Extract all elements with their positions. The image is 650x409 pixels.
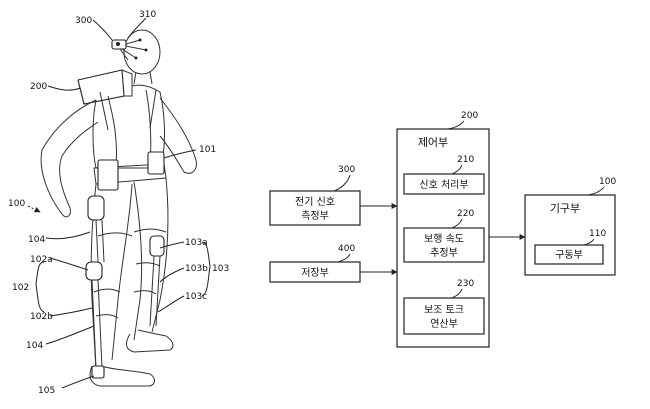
label-103: 103 <box>212 264 229 274</box>
label-102: 102 <box>12 283 29 293</box>
ref-220: 220 <box>457 209 474 219</box>
torque-calculator-line1: 보조 토크 <box>424 304 464 316</box>
leg-straps <box>93 228 167 319</box>
label-310: 310 <box>139 10 156 20</box>
label-101: 101 <box>199 145 216 155</box>
label-102a: 102a <box>30 255 53 265</box>
hip-frame <box>93 151 167 191</box>
mechanism-title: 기구부 <box>550 202 580 215</box>
sensor-label-line2: 측정부 <box>301 210 329 222</box>
feet <box>89 329 174 387</box>
label-100-figure: 100 <box>8 199 25 209</box>
storage-label: 저장부 <box>301 267 329 279</box>
label-104-upper: 104 <box>28 235 45 245</box>
gait-estimator-box <box>403 227 485 263</box>
leg-frame-left <box>85 195 105 369</box>
ref-110: 110 <box>589 229 606 239</box>
label-102b: 102b <box>30 312 53 322</box>
sensor-label-line1: 전기 신호 <box>295 196 335 208</box>
gait-estimator-line2: 추정부 <box>430 247 458 259</box>
drive-box <box>534 244 604 265</box>
controller-title: 제어부 <box>418 136 448 149</box>
ref-200: 200 <box>461 111 478 121</box>
signal-processor-box <box>403 173 485 195</box>
drive-label: 구동부 <box>555 249 583 261</box>
block-diagram: 300 전기 신호 측정부 400 저장부 200 제어부 210 신호 처리부… <box>269 111 616 348</box>
ref-400: 400 <box>338 244 355 254</box>
ref-300: 300 <box>338 165 355 175</box>
label-103a: 103a <box>185 238 208 248</box>
label-104-lower: 104 <box>26 341 43 351</box>
label-103b: 103b <box>185 264 208 274</box>
gait-estimator-line1: 보행 속도 <box>424 233 464 245</box>
leg-frame-right <box>149 235 165 327</box>
human-right-arm <box>159 97 197 174</box>
human-head <box>123 29 161 85</box>
label-105: 105 <box>38 386 55 396</box>
ref-210: 210 <box>457 155 474 165</box>
signal-processor-label: 신호 처리부 <box>419 179 468 191</box>
label-103c: 103c <box>185 292 207 302</box>
sensor-box <box>269 190 361 226</box>
label-200-figure: 200 <box>30 82 47 92</box>
human-left-arm <box>40 99 99 218</box>
torque-calculator-box <box>403 297 485 335</box>
torque-calculator-line2: 연산부 <box>430 318 458 330</box>
electrode-sensor-icon <box>111 38 148 61</box>
ref-100: 100 <box>599 177 616 187</box>
wearable-robot-illustration: 300 310 200 101 100 104 102a 102 102b 10… <box>8 10 229 396</box>
label-300-figure: 300 <box>75 16 92 26</box>
ref-230: 230 <box>457 279 474 289</box>
